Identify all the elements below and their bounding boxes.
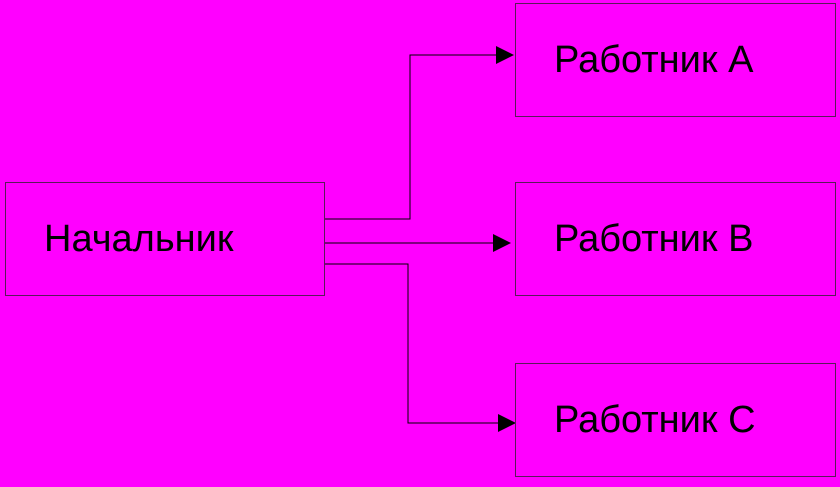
arrowhead-worker-c	[498, 414, 516, 432]
node-boss: Начальник	[5, 182, 325, 296]
node-worker-a: Работник А	[515, 3, 836, 117]
node-boss-label: Начальник	[44, 218, 234, 260]
node-worker-a-label: Работник А	[554, 39, 754, 81]
arrowhead-worker-b	[493, 234, 511, 252]
edge-boss-to-worker-a	[325, 54, 496, 220]
node-worker-c: Работник С	[515, 363, 836, 477]
edge-boss-to-worker-c	[325, 263, 498, 424]
node-worker-b: Работник В	[515, 182, 836, 296]
node-worker-b-label: Работник В	[554, 218, 754, 260]
arrowhead-worker-a	[496, 46, 514, 64]
node-worker-c-label: Работник С	[554, 399, 756, 441]
